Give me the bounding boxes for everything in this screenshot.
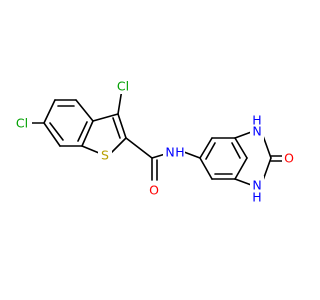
bond-double: [205, 142, 216, 160]
oxygen-atom-amide: O: [147, 182, 161, 198]
atom-label: Cl: [16, 116, 28, 131]
bond: [81, 145, 100, 154]
bond: [75, 99, 94, 122]
bond: [183, 151, 201, 159]
bonds: [29, 88, 284, 187]
chlorine-atom-3: Cl: [112, 78, 132, 94]
atom-sublabel: H: [175, 145, 184, 160]
atom-sublabel: N: [252, 178, 261, 193]
nitrogen-imidazole-nh-bottom: N H: [250, 176, 264, 205]
bond: [43, 122, 61, 147]
bond-double: [231, 142, 241, 159]
atom-label: O: [284, 151, 294, 166]
atom-label: Cl: [117, 79, 129, 94]
atom-label: N: [165, 145, 174, 160]
bond-double: [112, 117, 121, 139]
bond: [234, 157, 248, 180]
atom-labels: Cl Cl S O N H H N O N: [12, 78, 296, 205]
atom-label: H: [252, 113, 261, 128]
bond: [117, 113, 127, 139]
chlorine-atom-6: Cl: [12, 115, 32, 131]
bond: [92, 113, 119, 122]
atom-sublabel: N: [252, 124, 261, 139]
atom-label: H: [252, 190, 261, 205]
bond: [199, 157, 213, 180]
atom-label: O: [149, 183, 159, 198]
bond: [110, 137, 127, 154]
bond-double: [49, 122, 64, 141]
sulfur-atom: S: [98, 147, 112, 163]
nitrogen-imidazole-nh-top: H N: [250, 113, 264, 142]
bond-double: [77, 121, 88, 142]
molecule-structure: Cl Cl S O N H H N O N: [12, 78, 296, 205]
nitrogen-amide-nh: N H: [163, 144, 185, 160]
oxygen-atom-carbonyl: O: [282, 150, 296, 166]
atom-label: S: [101, 148, 109, 163]
bond: [43, 99, 56, 124]
bond: [199, 137, 213, 159]
bond: [125, 137, 153, 159]
bond: [234, 137, 248, 159]
bond: [81, 120, 94, 147]
